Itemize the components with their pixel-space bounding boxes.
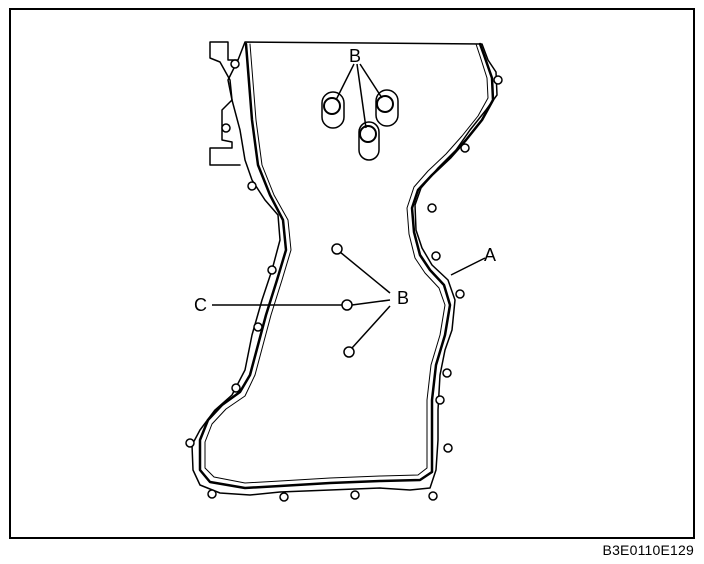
bolt-hole	[431, 251, 441, 261]
gasket-line	[198, 42, 495, 490]
bolt-hole	[350, 490, 360, 500]
bolt-hole	[435, 395, 445, 405]
bolt-hole	[207, 489, 217, 499]
label-b-top: B	[349, 46, 361, 66]
bolt-hole	[279, 492, 289, 502]
leader-lines	[212, 63, 486, 349]
bolt-hole	[185, 438, 195, 448]
bolt-hole	[267, 265, 277, 275]
bolt-b-2	[376, 95, 394, 113]
label-c: C	[194, 295, 207, 315]
bolt-b-1	[323, 97, 341, 115]
cover-notch	[209, 41, 241, 166]
bolt-b-5	[343, 346, 355, 358]
figure-frame	[9, 8, 695, 539]
leader-b-mid-1	[339, 251, 391, 294]
gasket-line-inner	[204, 43, 489, 484]
upper-bolts	[323, 95, 394, 143]
bolt-hole	[455, 289, 465, 299]
small-bolts	[331, 243, 355, 358]
bolt-hole	[460, 143, 470, 153]
bolt-b-3	[359, 125, 377, 143]
leader-b-top-2	[356, 63, 367, 129]
bolt-hole	[442, 368, 452, 378]
bolt-hole	[231, 383, 241, 393]
bolt-hole	[427, 203, 437, 213]
leader-b-mid-3	[351, 305, 391, 349]
bolt-hole	[230, 59, 240, 69]
bolt-hole	[493, 75, 503, 85]
leader-b-top-1	[335, 63, 355, 101]
label-b-mid: B	[397, 288, 409, 308]
bolt-hole	[247, 181, 257, 191]
bolt-hole	[253, 322, 263, 332]
leader-b-top-3	[359, 63, 383, 99]
bolt-hole	[221, 123, 231, 133]
figure-code: B3E0110E129	[602, 542, 694, 558]
leader-b-mid-2	[351, 299, 391, 306]
bolt-hole	[443, 443, 453, 453]
bolt-c	[341, 299, 353, 311]
label-a: A	[484, 245, 496, 265]
bolt-b-4	[331, 243, 343, 255]
leader-a	[450, 257, 486, 276]
bolt-bosses	[185, 59, 503, 502]
bolt-hole	[428, 491, 438, 501]
